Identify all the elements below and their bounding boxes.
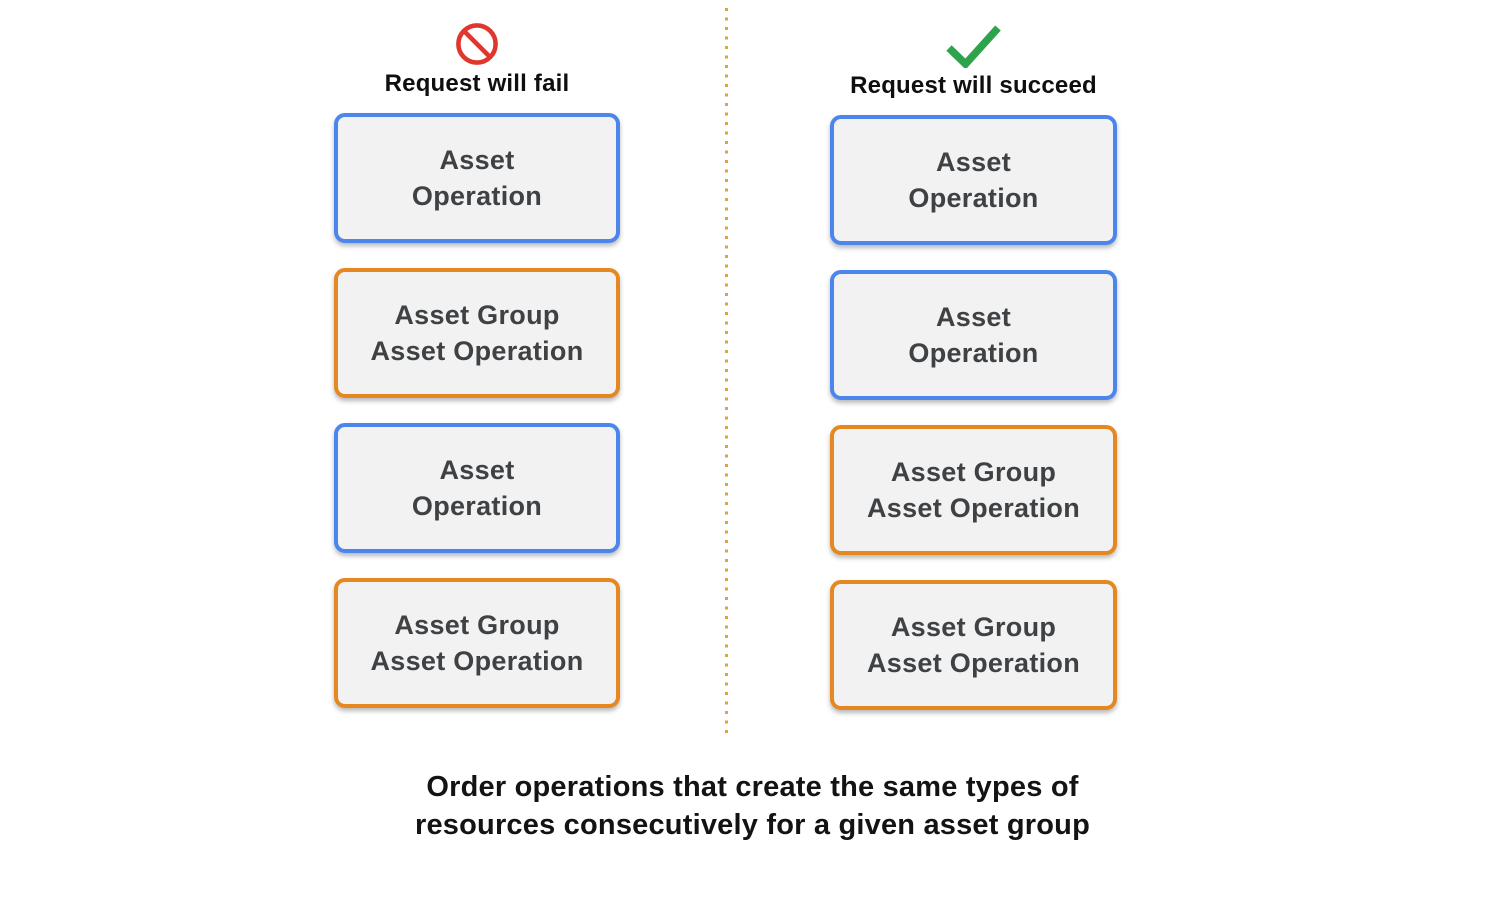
asset-group-asset-operation-box: Asset Group Asset Operation <box>334 268 620 398</box>
prohibited-icon <box>456 23 498 65</box>
asset-group-asset-operation-box: Asset Group Asset Operation <box>830 580 1117 710</box>
asset-operation-box: Asset Operation <box>334 113 620 243</box>
box-label: Asset Group Asset Operation <box>370 610 584 676</box>
column-request-will-fail: Request will fail Asset Operation Asset … <box>334 14 620 733</box>
asset-group-asset-operation-box: Asset Group Asset Operation <box>830 425 1117 555</box>
box-label: Asset Operation <box>908 302 1039 368</box>
fail-column-header: Request will fail <box>334 14 620 98</box>
asset-operation-box: Asset Operation <box>830 270 1117 400</box>
box-label: Asset Operation <box>411 455 543 521</box>
column-divider <box>725 8 728 738</box>
box-label: Asset Group Asset Operation <box>866 612 1081 678</box>
asset-group-asset-operation-box: Asset Group Asset Operation <box>334 578 620 708</box>
box-label: Asset Operation <box>411 145 543 211</box>
column-title-fail: Request will fail <box>384 70 570 97</box>
checkmark-icon <box>946 25 1001 68</box>
succeed-column-header: Request will succeed <box>830 14 1117 100</box>
box-label: Asset Operation <box>908 147 1039 213</box>
asset-operation-box: Asset Operation <box>334 423 620 553</box>
box-label: Asset Group Asset Operation <box>370 300 584 366</box>
asset-operation-box: Asset Operation <box>830 115 1117 245</box>
column-request-will-succeed: Request will succeed Asset Operation Ass… <box>830 14 1117 735</box>
caption: Order operations that create the same ty… <box>414 771 1091 841</box>
box-label: Asset Group Asset Operation <box>866 457 1081 523</box>
column-title-succeed: Request will succeed <box>850 72 1097 99</box>
